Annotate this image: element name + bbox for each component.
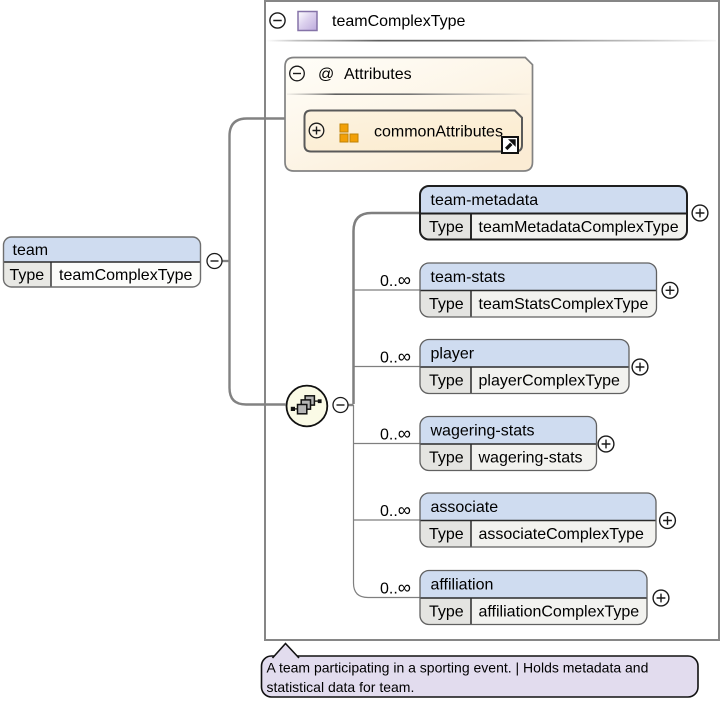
svg-text:teamStatsComplexType: teamStatsComplexType: [479, 296, 649, 313]
svg-text:teamMetadataComplexType: teamMetadataComplexType: [479, 219, 679, 236]
svg-text:wagering-stats: wagering-stats: [478, 450, 583, 467]
svg-text:associateComplexType: associateComplexType: [479, 526, 645, 543]
svg-text:0..∞: 0..∞: [380, 346, 411, 367]
svg-text:team-stats: team-stats: [431, 269, 506, 286]
svg-text:statistical data for team.: statistical data for team.: [267, 679, 415, 695]
svg-text:@: @: [318, 66, 334, 83]
svg-text:Type: Type: [429, 219, 464, 236]
svg-text:commonAttributes: commonAttributes: [374, 124, 503, 141]
svg-text:teamComplexType: teamComplexType: [332, 13, 465, 30]
svg-text:team-metadata: team-metadata: [431, 192, 539, 209]
svg-text:wagering-stats: wagering-stats: [430, 423, 535, 440]
svg-text:0..∞: 0..∞: [380, 499, 411, 520]
svg-text:Type: Type: [429, 296, 464, 313]
svg-text:0..∞: 0..∞: [380, 577, 411, 598]
svg-text:teamComplexType: teamComplexType: [59, 267, 192, 284]
svg-text:player: player: [431, 346, 475, 363]
svg-text:Type: Type: [429, 604, 464, 621]
svg-text:Type: Type: [429, 373, 464, 390]
svg-text:associate: associate: [431, 499, 499, 516]
svg-text:0..∞: 0..∞: [380, 269, 411, 290]
svg-text:team: team: [13, 242, 49, 259]
svg-text:playerComplexType: playerComplexType: [479, 373, 621, 390]
svg-text:A team participating in a spor: A team participating in a sporting event…: [267, 660, 649, 676]
svg-text:Type: Type: [10, 267, 45, 284]
svg-text:Type: Type: [429, 450, 464, 467]
svg-text:affiliationComplexType: affiliationComplexType: [479, 604, 640, 621]
svg-text:0..∞: 0..∞: [380, 423, 411, 444]
svg-text:affiliation: affiliation: [431, 577, 494, 594]
svg-text:Attributes: Attributes: [344, 66, 412, 83]
svg-text:Type: Type: [429, 526, 464, 543]
